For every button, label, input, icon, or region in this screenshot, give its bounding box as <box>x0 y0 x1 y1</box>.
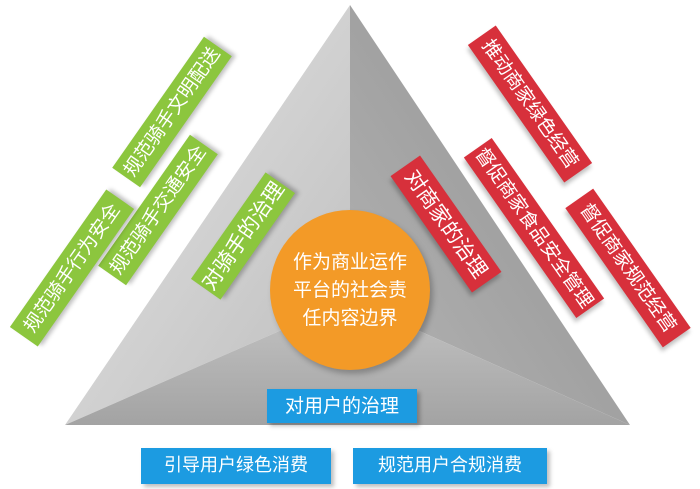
center-circle: 作为商业运作平台的社会责任内容边界 <box>270 210 430 370</box>
user-item-green-consumption: 引导用户绿色消费 <box>141 448 331 484</box>
user-governance-label: 对用户的治理 <box>267 389 417 423</box>
center-text: 作为商业运作平台的社会责任内容边界 <box>292 251 407 329</box>
user-item-compliant-consumption: 规范用户合规消费 <box>353 448 547 484</box>
